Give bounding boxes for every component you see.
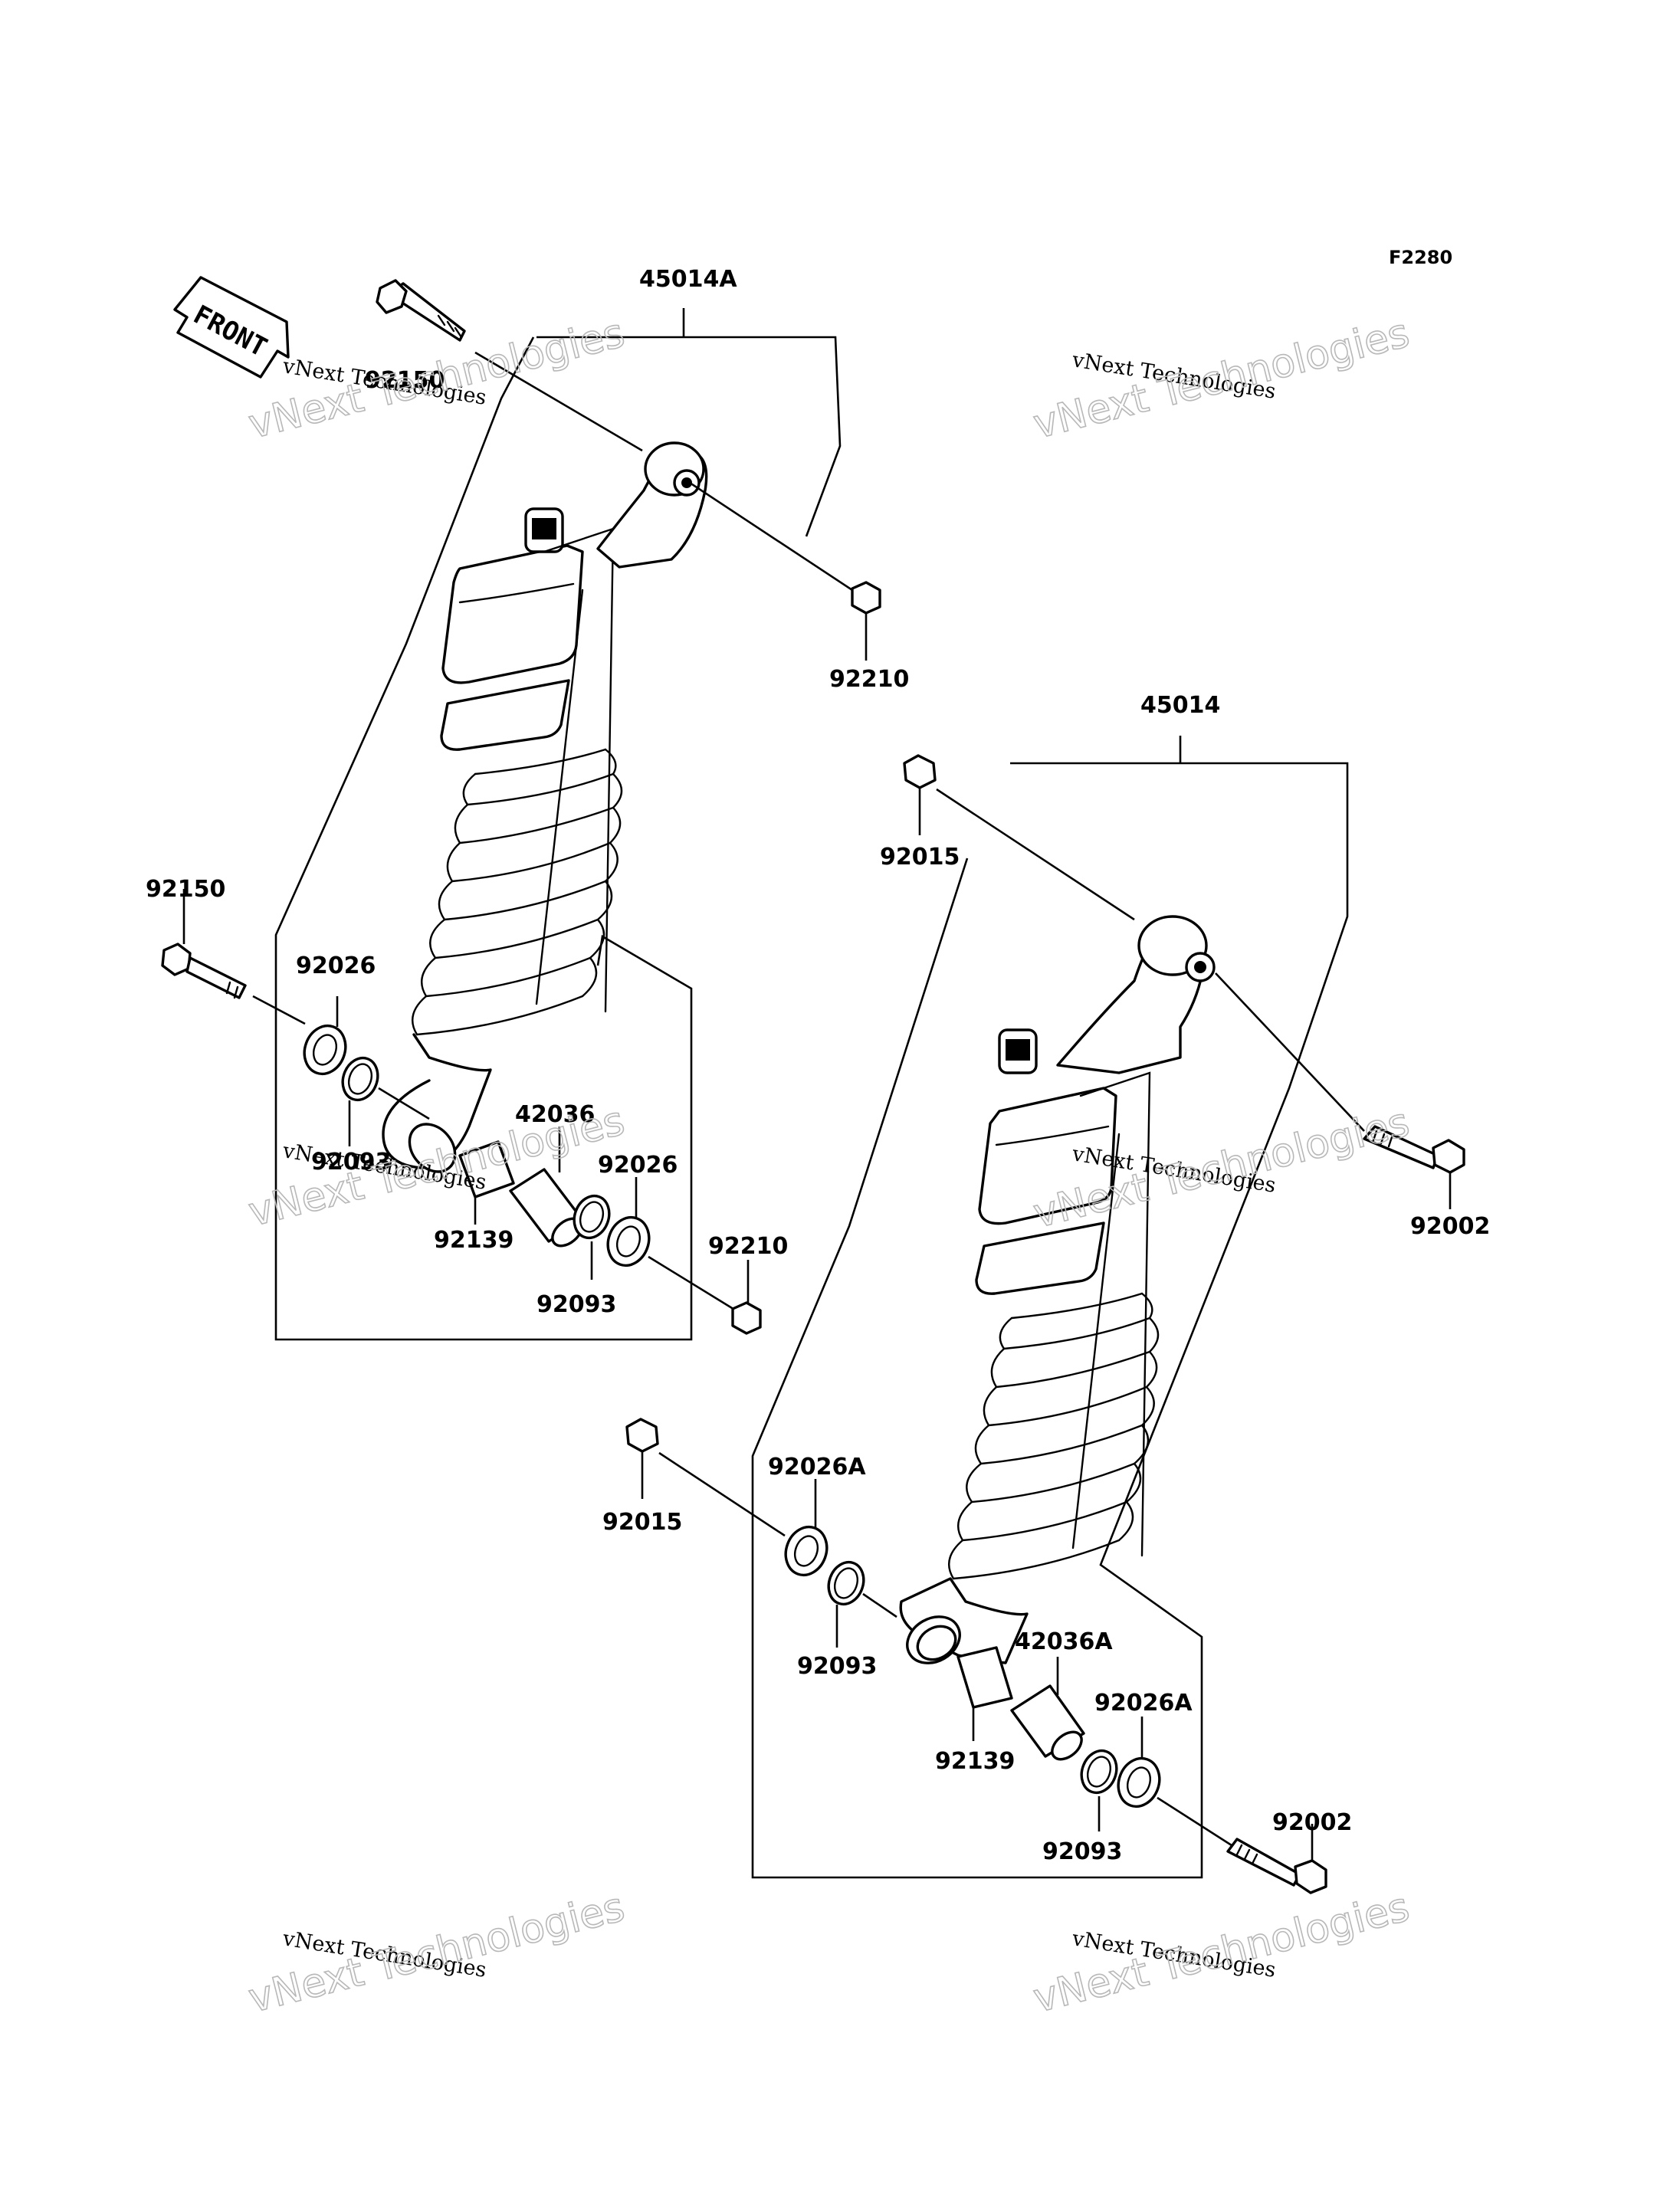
- oring-92093-left-lower: [573, 1194, 611, 1280]
- label-92002-lower: 92002: [1272, 1809, 1352, 1836]
- label-92150-left: 92150: [146, 876, 225, 903]
- bracket-45014A: [274, 308, 842, 1341]
- watermark-top-left: vNext Technologies vNext Technologies: [244, 310, 630, 448]
- label-92002-right: 92002: [1410, 1213, 1490, 1240]
- nut-92015-lower: [625, 1418, 786, 1537]
- washer-92026A-right-lower: [1117, 1717, 1235, 1848]
- label-92093-right: 92093: [797, 1653, 877, 1680]
- label-92026A-right: 92026A: [768, 1454, 866, 1481]
- svg-text:vNext Technologies: vNext Technologies: [1029, 310, 1414, 448]
- shock-absorber-45014: [899, 915, 1216, 1664]
- washer-92026A-right: [784, 1479, 829, 1577]
- label-45014: 45014: [1140, 692, 1220, 719]
- watermark-bottom-right: vNext Technologies vNext Technologies: [1029, 1884, 1415, 2022]
- oring-92093-left: [341, 1056, 430, 1146]
- label-92026-left-lower: 92026: [598, 1152, 678, 1179]
- nut-92015-top: [903, 754, 1135, 921]
- sleeve-42036A-right: [1010, 1657, 1085, 1761]
- bracket-45014: [751, 736, 1349, 1879]
- label-92093-left-lower: 92093: [536, 1291, 616, 1318]
- part-labels: 45014A 92150 92210 92150 92026 92093 420…: [146, 266, 1490, 1865]
- label-42036-left: 42036: [515, 1101, 595, 1128]
- bolt-92002-lower: [1226, 1824, 1327, 1894]
- label-92015-top: 92015: [880, 844, 960, 871]
- label-92093-left: 92093: [311, 1149, 391, 1176]
- label-92139-right: 92139: [935, 1748, 1015, 1775]
- shock-absorber-45014A: [382, 441, 708, 1173]
- watermark-bottom-left: vNext Technologies vNext Technologies: [244, 1884, 630, 2022]
- front-arrow-icon: FRONT: [173, 276, 290, 379]
- bolt-92150-left: [161, 889, 306, 1025]
- label-45014A: 45014A: [639, 266, 737, 293]
- label-92139-left: 92139: [434, 1227, 514, 1254]
- collar-92139-right: [956, 1646, 1013, 1741]
- label-92015-lower: 92015: [602, 1509, 682, 1536]
- figure-code: F2280: [1389, 247, 1452, 268]
- label-92026-left: 92026: [296, 953, 376, 979]
- nut-92210-lower: [731, 1260, 762, 1335]
- label-92210-top: 92210: [829, 666, 909, 693]
- oring-92093-right: [827, 1560, 897, 1648]
- bolt-92150-top: [376, 279, 643, 452]
- bolt-92002-right: [1215, 972, 1465, 1209]
- label-92150-top: 92150: [365, 367, 445, 394]
- washer-92026-left-lower: [606, 1177, 737, 1312]
- nut-92210-top: [689, 481, 881, 661]
- label-92026A-right-lower: 92026A: [1094, 1690, 1193, 1717]
- oring-92093-right-lower: [1080, 1749, 1118, 1831]
- label-92210-lower: 92210: [708, 1233, 788, 1260]
- collar-92139-left: [458, 1140, 515, 1225]
- label-42036A-right: 42036A: [1015, 1628, 1113, 1655]
- watermark-top-right: vNext Technologies vNext Technologies: [1029, 310, 1415, 448]
- label-92093-right-lower: 92093: [1042, 1838, 1122, 1865]
- svg-text:vNext Technologies: vNext Technologies: [1029, 1884, 1414, 2022]
- washer-92026-left: [303, 996, 347, 1076]
